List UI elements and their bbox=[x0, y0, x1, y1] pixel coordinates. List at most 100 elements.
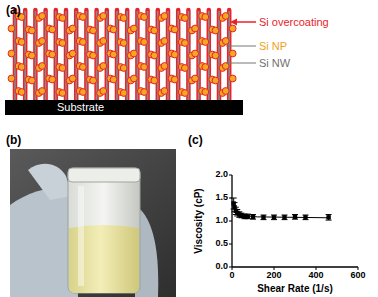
nanoparticle bbox=[110, 26, 117, 33]
nanoparticle bbox=[141, 14, 148, 21]
nanoparticle bbox=[202, 89, 209, 96]
nanoparticle bbox=[80, 64, 87, 71]
data-series bbox=[231, 198, 332, 220]
tick-label: 0.0 bbox=[215, 262, 228, 272]
nanoparticle bbox=[90, 27, 97, 34]
data-point bbox=[246, 214, 250, 218]
nanoparticle bbox=[8, 50, 15, 57]
leader-line bbox=[234, 21, 256, 23]
nanoparticle bbox=[171, 76, 178, 83]
nanoparticle bbox=[18, 64, 25, 71]
nanoparticle bbox=[69, 50, 76, 57]
nanoparticle bbox=[182, 15, 189, 22]
nanoparticle bbox=[229, 50, 236, 57]
fit-line bbox=[233, 207, 328, 218]
nanoparticle bbox=[39, 13, 46, 20]
nanoparticle bbox=[8, 25, 15, 32]
nanoparticle bbox=[212, 77, 219, 84]
axis-ticks bbox=[229, 175, 358, 270]
nanoparticle bbox=[29, 52, 36, 59]
data-point bbox=[251, 215, 255, 219]
y-tick bbox=[229, 175, 232, 176]
nanoparticle bbox=[202, 64, 209, 71]
error-cap bbox=[326, 220, 332, 221]
nanoparticle bbox=[90, 52, 97, 59]
nanoparticle bbox=[141, 39, 148, 46]
nanoparticle bbox=[100, 63, 107, 70]
tick-label: 600 bbox=[350, 271, 365, 281]
y-tick bbox=[229, 221, 232, 222]
panel-letter: (a) bbox=[6, 4, 21, 17]
node-text: Substrate bbox=[57, 100, 243, 115]
vial bbox=[68, 168, 140, 293]
nanoparticle bbox=[222, 13, 229, 20]
error-cap bbox=[234, 209, 240, 210]
error-cap bbox=[232, 202, 238, 203]
nanoparticle bbox=[212, 27, 219, 34]
nanoparticle bbox=[202, 39, 209, 46]
nanoparticle bbox=[120, 65, 127, 72]
nanoparticle bbox=[59, 90, 66, 97]
nanoparticle bbox=[8, 75, 15, 82]
nanoparticle bbox=[161, 38, 168, 45]
x-axis bbox=[232, 266, 358, 267]
y-tick bbox=[229, 244, 232, 245]
nanoparticle bbox=[161, 88, 168, 95]
nanoparticle bbox=[171, 26, 178, 33]
data-point bbox=[326, 215, 330, 219]
tick-label: 1.0 bbox=[215, 216, 228, 226]
glare bbox=[78, 186, 84, 286]
panel-letter: (b) bbox=[6, 134, 21, 147]
nanoparticle bbox=[59, 65, 66, 72]
nanoparticle bbox=[182, 90, 189, 97]
nanoparticle bbox=[161, 63, 168, 70]
data-point bbox=[293, 215, 297, 219]
nanoparticle bbox=[49, 76, 56, 83]
part-label: Si NP bbox=[259, 40, 287, 52]
nanoparticle bbox=[182, 40, 189, 47]
tick-label: 200 bbox=[266, 271, 281, 281]
nanoparticle bbox=[151, 77, 158, 84]
nanoparticle bbox=[110, 76, 117, 83]
data-point bbox=[261, 215, 265, 219]
nanoparticle bbox=[131, 50, 138, 57]
nanoparticle bbox=[151, 52, 158, 59]
nanoparticle bbox=[80, 89, 87, 96]
nanoparticle bbox=[59, 40, 66, 47]
nanowire-array bbox=[8, 10, 236, 100]
error-cap bbox=[231, 198, 237, 199]
nanoparticle bbox=[202, 14, 209, 21]
error-cap bbox=[326, 214, 332, 215]
nanoparticle bbox=[229, 25, 236, 32]
error-cap bbox=[233, 207, 239, 208]
data-point bbox=[282, 215, 286, 219]
nanoparticle bbox=[110, 51, 117, 58]
data-point bbox=[303, 215, 307, 219]
nanoparticle bbox=[192, 75, 199, 82]
nanoparticle bbox=[39, 38, 46, 45]
nanoparticle bbox=[120, 15, 127, 22]
nanoparticle bbox=[69, 25, 76, 32]
part-label: Si NW bbox=[259, 57, 290, 69]
nanoparticle bbox=[222, 63, 229, 70]
nanoparticle bbox=[192, 50, 199, 57]
leader-line bbox=[226, 46, 256, 47]
nanoparticle bbox=[120, 90, 127, 97]
nanoparticle bbox=[222, 88, 229, 95]
part-label: Si overcoating bbox=[259, 16, 329, 28]
error-cap bbox=[236, 211, 242, 212]
x-tick bbox=[232, 267, 233, 270]
nanoparticle bbox=[182, 65, 189, 72]
photo-background bbox=[10, 149, 176, 297]
nanoparticle bbox=[49, 51, 56, 58]
x-tick bbox=[274, 267, 275, 270]
nanoparticle bbox=[90, 77, 97, 84]
glove-thumb bbox=[28, 164, 72, 200]
nanoparticle bbox=[161, 13, 168, 20]
substrate-bar: Substrate bbox=[5, 100, 243, 115]
nanoparticle bbox=[151, 27, 158, 34]
vial-neck bbox=[68, 168, 140, 182]
axis-title: Shear Rate (1/s) bbox=[257, 283, 333, 294]
arrow-head bbox=[230, 19, 237, 26]
